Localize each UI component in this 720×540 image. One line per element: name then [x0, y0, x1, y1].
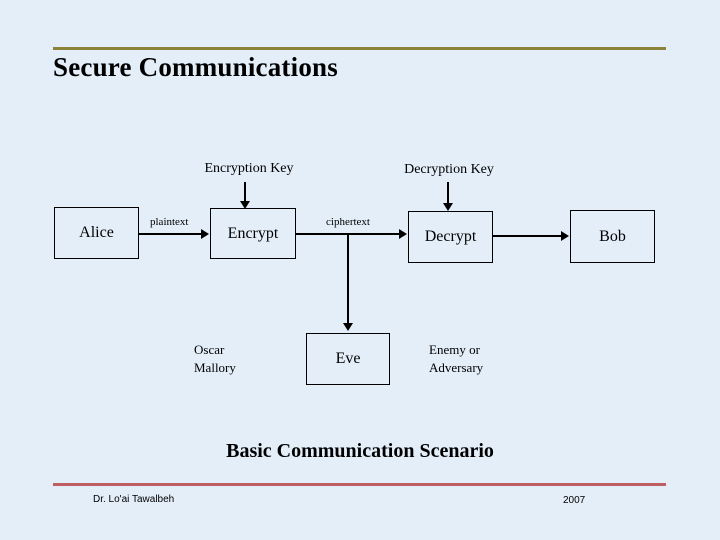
plaintext-arrowhead: [201, 229, 209, 239]
decrypt-to-bob-connector: [493, 235, 562, 237]
oscar-mallory-line-2: Mallory: [194, 360, 236, 375]
encryption-key-label: Encryption Key: [204, 161, 294, 176]
node-decrypt-label: Decrypt: [424, 228, 477, 245]
node-alice-label: Alice: [79, 224, 114, 241]
enemy-adversary-line-1: Enemy or: [429, 342, 480, 357]
node-bob[interactable]: Bob: [570, 210, 655, 263]
encryption-key-connector: [244, 182, 246, 203]
node-encrypt[interactable]: Encrypt: [210, 208, 296, 259]
plaintext-connector: [139, 233, 202, 235]
node-bob-label: Bob: [599, 227, 626, 245]
plaintext-label: plaintext: [150, 216, 189, 228]
node-encrypt-label: Encrypt: [227, 224, 279, 242]
decryption-key-label: Decryption Key: [404, 162, 494, 177]
eve-tap-connector: [347, 234, 349, 325]
node-decrypt[interactable]: Decrypt: [408, 211, 493, 263]
eve-tap-arrowhead: [343, 323, 353, 331]
oscar-mallory-line-1: Oscar: [194, 342, 225, 357]
oscar-mallory-label: Oscar Mallory: [194, 341, 236, 377]
node-eve[interactable]: Eve: [306, 333, 390, 385]
enemy-adversary-line-2: Adversary: [429, 360, 484, 375]
decryption-key-connector: [447, 182, 449, 205]
page-title: Secure Communications: [53, 52, 338, 82]
ciphertext-arrowhead: [399, 229, 407, 239]
encryption-key-arrowhead: [240, 201, 250, 209]
diagram-caption: Basic Communication Scenario: [226, 440, 494, 462]
footer-author: Dr. Lo'ai Tawalbeh: [93, 494, 175, 505]
footer-year: 2007: [563, 495, 586, 506]
ciphertext-label: ciphertext: [326, 216, 370, 228]
decrypt-to-bob-arrowhead: [561, 231, 569, 241]
footer-divider: [53, 483, 666, 486]
title-divider: [53, 47, 666, 50]
decryption-key-arrowhead: [443, 203, 453, 211]
node-eve-label: Eve: [335, 350, 361, 367]
node-alice[interactable]: Alice: [54, 207, 139, 259]
enemy-adversary-label: Enemy or Adversary: [429, 341, 483, 377]
